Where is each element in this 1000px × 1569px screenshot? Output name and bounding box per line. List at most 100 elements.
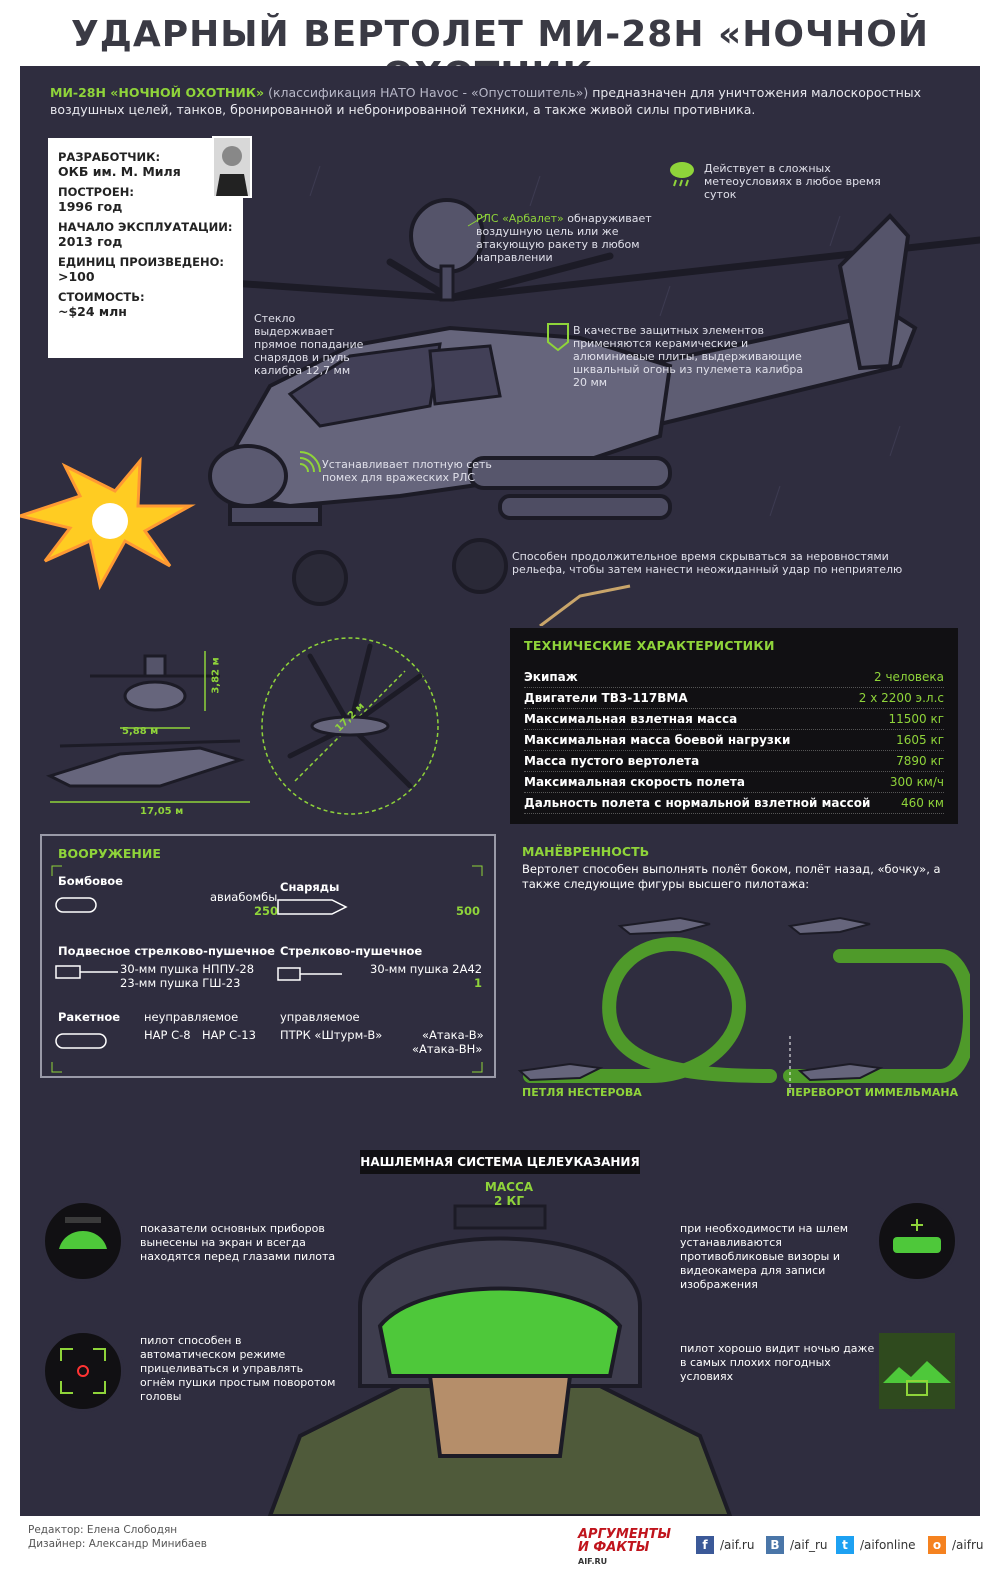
pod-text-1: 30-мм пушка НППУ-28 — [120, 962, 255, 976]
spec-value: 7890 кг — [896, 754, 944, 768]
ataka-1: «Атака-В» — [422, 1028, 484, 1042]
night-vision-icon — [876, 1330, 958, 1412]
logo-line-3: AIF.RU — [578, 1557, 608, 1566]
pod-gun-icon — [55, 965, 118, 979]
rocket-c13: НАР С-13 — [202, 1028, 256, 1042]
weather-note: Действует в сложных метеоусловиях в любо… — [704, 162, 881, 201]
glass-note: Стекло выдерживает прямое попадание снар… — [254, 312, 364, 377]
twitter-link[interactable]: t/aifonline — [836, 1536, 916, 1554]
footer: Редактор: Елена Слободян Дизайнер: Алекс… — [0, 1516, 1000, 1569]
helicopter-name: МИ-28Н «НОЧНОЙ ОХОТНИК» — [50, 85, 265, 100]
infographic-panel: МИ-28Н «НОЧНОЙ ОХОТНИК» (классификация Н… — [20, 66, 980, 1516]
spec-value: 300 км/ч — [889, 775, 944, 789]
rocket-guided: управляемое — [280, 1010, 360, 1024]
designer-portrait — [212, 136, 252, 198]
spec-key: Экипаж — [524, 670, 578, 684]
spec-key: Максимальная взлетная масса — [524, 712, 738, 726]
produced-value: >100 — [58, 269, 95, 284]
dim-length: 17,05 м — [140, 806, 184, 817]
built-key: ПОСТРОЕН: — [58, 185, 134, 199]
radar-note: РЛС «Арбалет» обнаруживает воздушную цел… — [476, 212, 656, 264]
logo-line-2: И ФАКТЫ — [578, 1540, 650, 1555]
maneuver-diagram — [517, 916, 970, 1096]
vk-link[interactable]: B/aif_ru — [766, 1536, 828, 1554]
hud-display-icon — [42, 1200, 124, 1282]
shell-icon — [277, 899, 348, 915]
nato-class: (классификация НАТО Havoc - «Опустошител… — [264, 85, 589, 100]
gun-value: 1 — [474, 976, 483, 990]
spec-key: Максимальная скорость полета — [524, 775, 745, 789]
developer-value: ОКБ им. М. Миля — [58, 164, 181, 179]
table-row: Максимальная скорость полета 300 км/ч — [524, 772, 944, 793]
weather-icon — [670, 162, 694, 187]
spec-value: 1605 кг — [896, 733, 944, 747]
table-row: Дальность полета с нормальной взлетной м… — [524, 793, 944, 814]
maneuver-text: Вертолет способен выполнять полёт боком,… — [522, 862, 941, 891]
armament-title: ВООРУЖЕНИЕ — [58, 846, 161, 861]
bomb-icon — [55, 897, 97, 913]
rocket-c8: НАР С-8 — [144, 1028, 191, 1042]
intro-text: МИ-28Н «НОЧНОЙ ОХОТНИК» (классификация Н… — [50, 84, 950, 118]
shell-label: Снаряды — [280, 880, 340, 894]
helmet-system-title: НАШЛЕМНАЯ СИСТЕМА ЦЕЛЕУКАЗАНИЯ — [360, 1150, 640, 1174]
rocket-label: Ракетное — [58, 1010, 121, 1024]
helmet-text-3: при необходимости на шлем устанавливаютс… — [680, 1222, 849, 1291]
spec-key: Максимальная масса боевой нагрузки — [524, 733, 791, 747]
logo-line-1: АРГУМЕНТЫ — [578, 1527, 671, 1542]
spec-value: 11500 кг — [888, 712, 944, 726]
spec-key: Масса пустого вертолета — [524, 754, 700, 768]
aif-logo[interactable]: АРГУМЕНТЫ И ФАКТЫ AIF.RU — [578, 1528, 671, 1568]
ok-handle: /aifru — [952, 1538, 984, 1552]
gun-label: Стрелково-пушечное — [280, 944, 423, 958]
cost-key: СТОИМОСТЬ: — [58, 290, 145, 304]
helmet-text-2: пилот способен в автоматическом режиме п… — [140, 1334, 336, 1403]
immelmann-label: ПЕРЕВОРОТ ИММЕЛЬМАНА — [786, 1086, 959, 1099]
specs-title: ТЕХНИЧЕСКИЕ ХАРАКТЕРИСТИКИ — [524, 638, 775, 653]
spec-value: 460 км — [900, 796, 944, 810]
built-value: 1996 год — [58, 199, 123, 214]
helmet-mass: МАССА 2 КГ — [461, 1180, 557, 1208]
facebook-icon: f — [696, 1536, 714, 1554]
twitter-handle: /aifonline — [860, 1538, 916, 1552]
rocket-icon — [55, 1033, 107, 1049]
maneuver-title: МАНЁВРЕННОСТЬ — [522, 844, 650, 859]
pilot-illustration — [267, 1204, 733, 1516]
cost-value: ~$24 млн — [58, 304, 127, 319]
rocket-shturm: ПТРК «Штурм-В» — [280, 1028, 383, 1042]
info-box: РАЗРАБОТЧИК: ОКБ им. М. Миля ПОСТРОЕН: 1… — [48, 138, 243, 358]
designer-credit: Дизайнер: Александр Минибаев — [28, 1538, 207, 1550]
facebook-link[interactable]: f/aif.ru — [696, 1536, 754, 1554]
pod-label: Подвесное стрелково-пушечное — [58, 944, 275, 958]
intro-body: предназначен для уничтожения малоскорост… — [50, 85, 922, 117]
helmet-text-4: пилот хорошо видит ночью даже в самых пл… — [680, 1342, 875, 1383]
twitter-icon: t — [836, 1536, 854, 1554]
radar-dome — [409, 198, 485, 274]
shield-icon — [547, 323, 569, 352]
editor-credit: Редактор: Елена Слободян — [28, 1524, 178, 1536]
spec-value: 2 х 2200 э.л.с — [858, 691, 944, 705]
rain-lines — [309, 165, 901, 517]
armament-icons — [51, 865, 483, 1073]
table-row: Максимальная масса боевой нагрузки 1605 к… — [524, 730, 944, 751]
mass-value: 2 КГ — [494, 1194, 524, 1208]
spec-key: Двигатели ТВ3-117ВМА — [524, 691, 688, 705]
camera-visor-icon — [876, 1200, 958, 1282]
bomb-value: 250 — [254, 904, 279, 918]
helmet-text-1: показатели основных приборов вынесены на… — [140, 1222, 336, 1263]
table-row: Двигатели ТВ3-117ВМА 2 х 2200 э.л.с — [524, 688, 944, 709]
table-row: Масса пустого вертолета 7890 кг — [524, 751, 944, 772]
armor-note: В качестве защитных элементов применяютс… — [573, 324, 804, 389]
odnoklassniki-icon: o — [928, 1536, 946, 1554]
dim-height: 3,82 м — [210, 657, 222, 694]
terrain-note: Способен продолжительное время скрыватьс… — [512, 550, 903, 576]
rocket-unguided: неуправляемое — [144, 1010, 239, 1024]
ok-link[interactable]: o/aifru — [928, 1536, 984, 1554]
radar-name: РЛС «Арбалет» — [476, 212, 564, 225]
bomb-label: Бомбовое — [58, 874, 123, 888]
loop-label: ПЕТЛЯ НЕСТЕРОВА — [522, 1086, 642, 1099]
armament-box: ВООРУЖЕНИЕ Бомбовое авиабомбы 250 Снаряд… — [40, 834, 496, 1078]
shell-value: 500 — [456, 904, 481, 918]
bomb-text: авиабомбы — [210, 890, 278, 904]
